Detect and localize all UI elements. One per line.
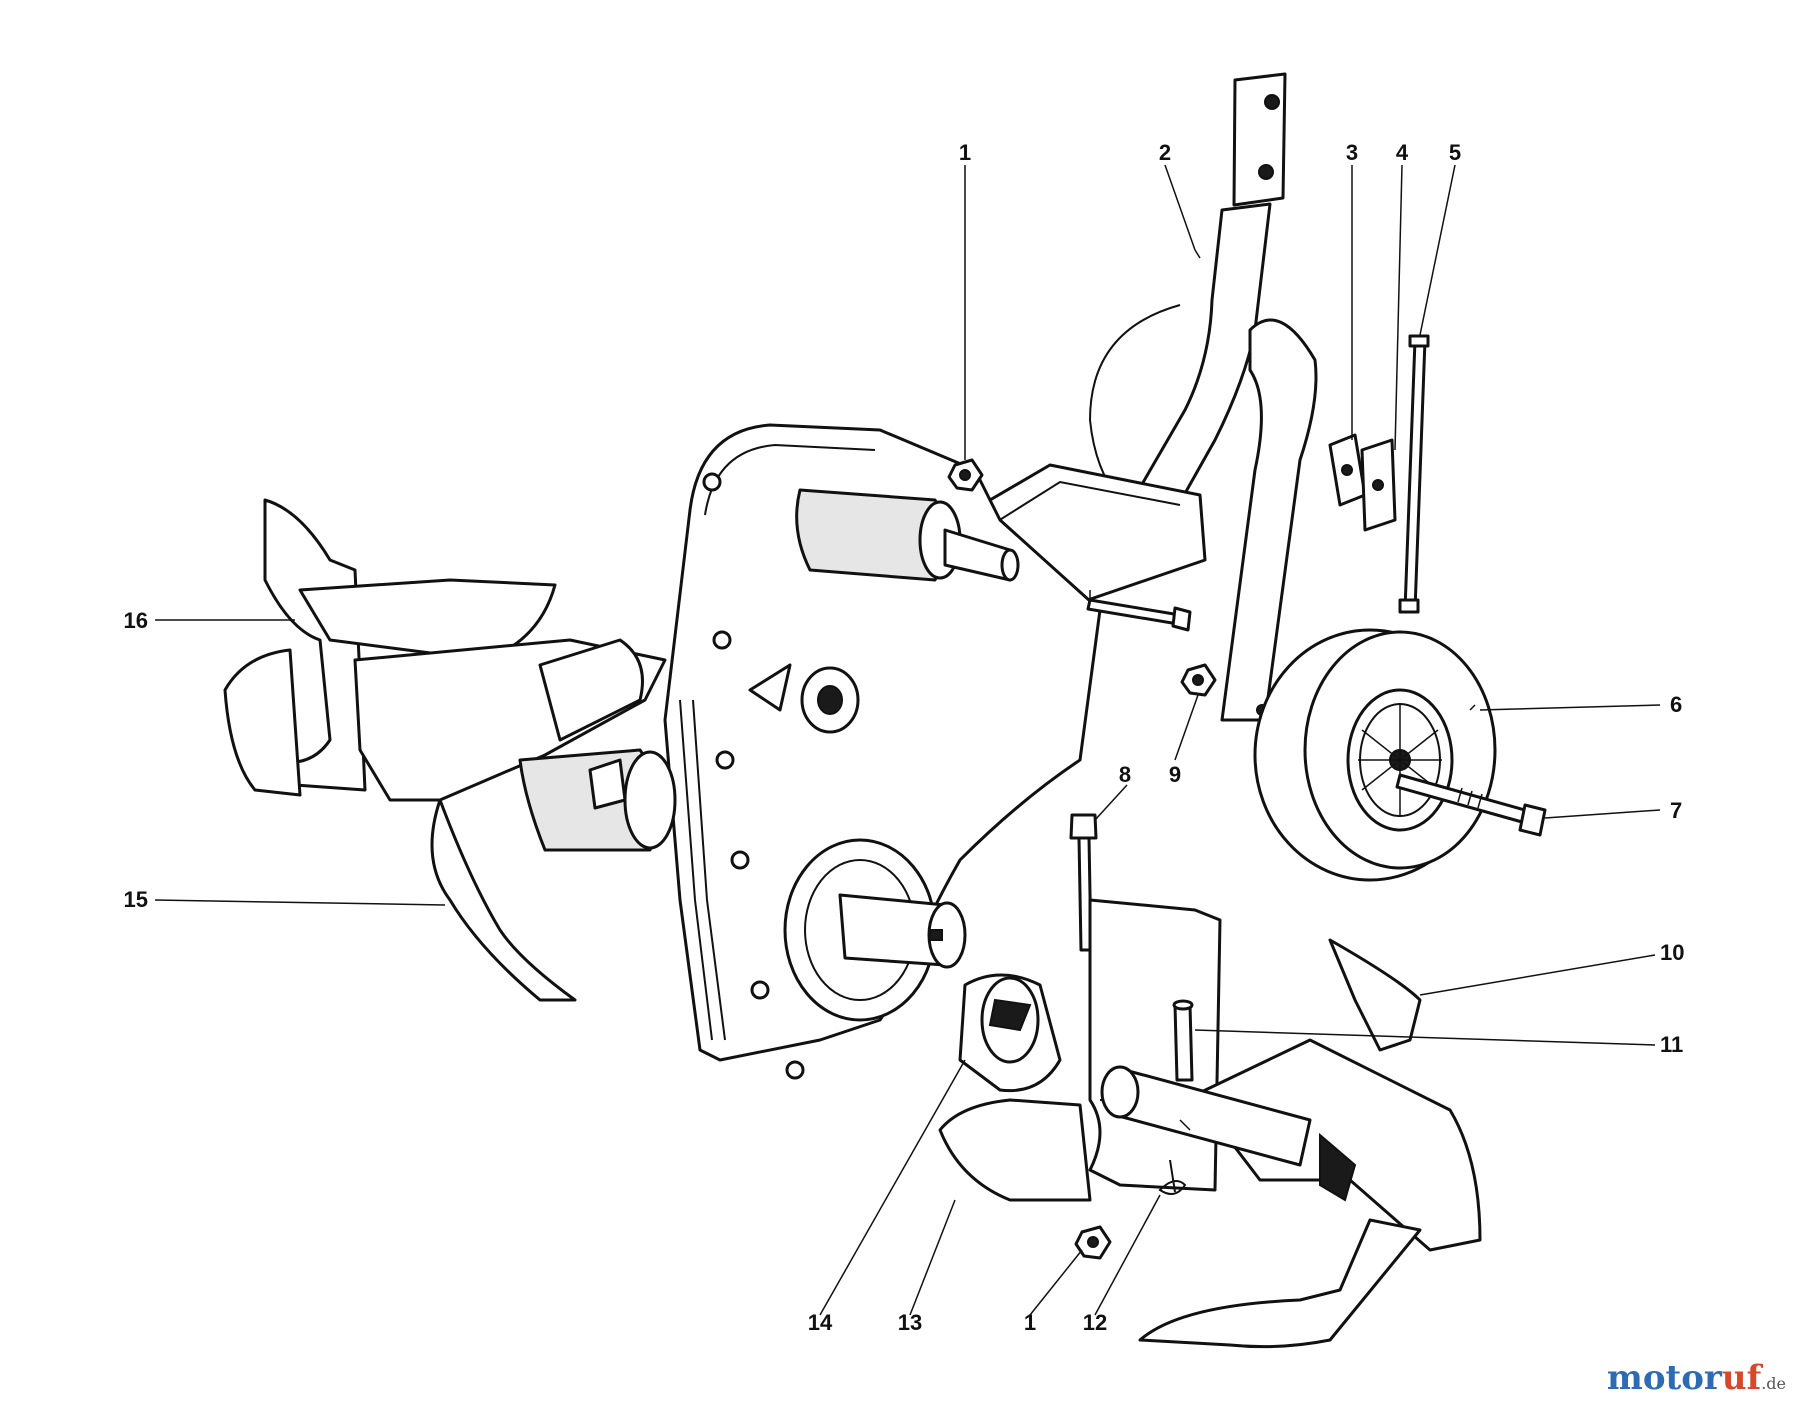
tine-16: [223, 498, 557, 797]
rod-5: [1398, 334, 1430, 614]
handle-tube: [1128, 72, 1318, 722]
gear-housing: [663, 423, 1102, 1080]
callout-10: 10: [1660, 940, 1684, 965]
callout-11: 11: [1660, 1032, 1683, 1057]
callout-13: 13: [898, 1310, 922, 1335]
clip-12: [1158, 1159, 1187, 1195]
bolt-8-upper: [1086, 598, 1192, 632]
nut-1-lower: [1074, 1225, 1112, 1260]
callout-15: 15: [124, 887, 148, 912]
callout-4: 4: [1396, 140, 1409, 165]
callout-5: 5: [1449, 140, 1461, 165]
bracket-3: [1328, 433, 1367, 507]
callout-7: 7: [1670, 798, 1682, 823]
shaft-right: [1100, 1065, 1312, 1167]
nut-9: [1180, 663, 1217, 697]
pin-11: [1172, 999, 1194, 1082]
callout-9: 9: [1169, 762, 1181, 787]
watermark-brand-accent: uf: [1721, 1358, 1762, 1398]
tine-10: [1138, 938, 1482, 1349]
axle-bolt: [1395, 773, 1547, 837]
watermark-brand-main: motor: [1606, 1358, 1722, 1398]
callout-1-top: 1: [959, 140, 971, 165]
callout-8: 8: [1119, 762, 1131, 787]
coupling-14: [958, 973, 1062, 1093]
callout-12: 12: [1083, 1310, 1107, 1335]
wheel: [1253, 628, 1497, 882]
watermark-brand-tld: .de: [1761, 1374, 1786, 1393]
callout-3: 3: [1346, 140, 1358, 165]
watermark-logo: motoruf.de: [1607, 1358, 1786, 1398]
callout-labels: 1 2 3 4 5 6 7 8 9 10 11 12 13 14 15 16 1: [124, 140, 1685, 1335]
callout-6: 6: [1670, 692, 1682, 717]
callout-14: 14: [808, 1310, 833, 1335]
tine-15: [353, 638, 677, 1002]
callout-2: 2: [1159, 140, 1171, 165]
nut-1-upper: [947, 458, 984, 492]
callout-1-bottom: 1: [1024, 1310, 1036, 1335]
bracket-4: [1360, 438, 1397, 532]
callout-16: 16: [124, 608, 148, 633]
leader-lines: [154, 164, 1661, 1316]
